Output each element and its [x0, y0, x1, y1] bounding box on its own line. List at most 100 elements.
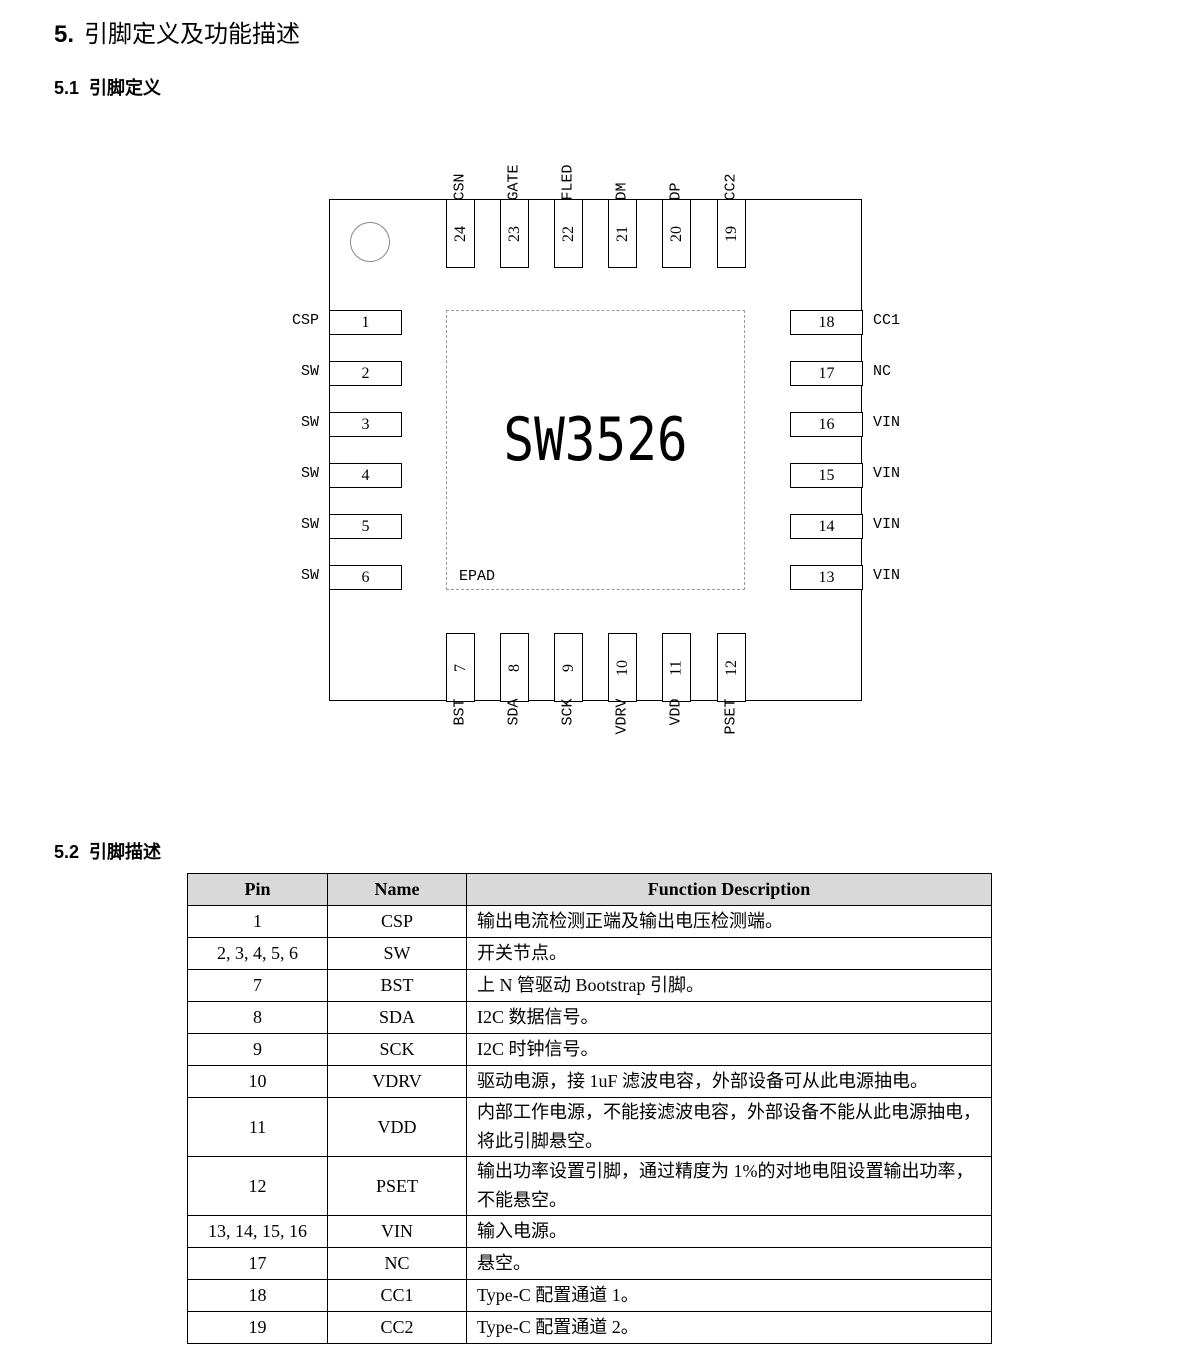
header-name: Name	[327, 873, 467, 906]
pin-number: 8	[505, 663, 523, 672]
pin-box: 15	[790, 463, 863, 488]
pin-box: 1	[329, 310, 402, 335]
description-cell: 驱动电源，接 1uF 滤波电容，外部设备可从此电源抽电。	[466, 1065, 992, 1098]
section-title: 引脚定义及功能描述	[84, 21, 301, 48]
pin-label: DP	[667, 182, 685, 201]
subsection-title: 引脚描述	[89, 842, 162, 862]
pin-cell: 8	[187, 1001, 328, 1034]
pin-label: NC	[873, 363, 892, 380]
subsection-heading-pin-definition: 5.1 引脚定义	[54, 74, 161, 100]
pin-cell: 18	[187, 1279, 328, 1312]
description-cell: 开关节点。	[466, 937, 992, 970]
description-cell: 输出功率设置引脚，通过精度为 1%的对地电阻设置输出功率，不能悬空。	[466, 1156, 992, 1216]
pin-label: CSP	[291, 312, 319, 329]
pin-box: 3	[329, 412, 402, 437]
pin-box: 5	[329, 514, 402, 539]
name-cell: CC1	[327, 1279, 467, 1312]
name-cell: PSET	[327, 1156, 467, 1216]
pin-box: 4	[329, 463, 402, 488]
pin-number: 21	[613, 225, 631, 242]
pin-label: GATE	[505, 164, 523, 201]
pin-cell: 13, 14, 15, 16	[187, 1215, 328, 1248]
pin-box: 16	[790, 412, 863, 437]
epad-label: EPAD	[459, 568, 496, 585]
epad-area	[446, 310, 745, 590]
name-cell: CC2	[327, 1311, 467, 1344]
pin-label: VIN	[873, 414, 901, 431]
pin-label: SDA	[505, 698, 523, 726]
name-cell: SW	[327, 937, 467, 970]
pin-label: SW	[300, 567, 319, 584]
name-cell: VIN	[327, 1215, 467, 1248]
pin-box: 18	[790, 310, 863, 335]
pin-box: 8	[500, 633, 529, 702]
pin-number: 7	[451, 663, 469, 672]
pin-box: 24	[446, 199, 475, 268]
pin-number: 10	[613, 659, 631, 676]
pin-number: 20	[667, 225, 685, 242]
chip-package-outline	[329, 199, 862, 701]
pin-label: SCK	[559, 698, 577, 726]
description-cell: I2C 时钟信号。	[466, 1033, 992, 1066]
pin-number: 9	[559, 663, 577, 672]
pin-label: VIN	[873, 465, 901, 482]
pin-box: 13	[790, 565, 863, 590]
pin-box: 21	[608, 199, 637, 268]
description-cell: Type-C 配置通道 1。	[466, 1279, 992, 1312]
pin-cell: 12	[187, 1156, 328, 1216]
description-cell: I2C 数据信号。	[466, 1001, 992, 1034]
description-cell: 内部工作电源，不能接滤波电容，外部设备不能从此电源抽电，将此引脚悬空。	[466, 1097, 992, 1157]
pin-cell: 10	[187, 1065, 328, 1098]
pin-box: 12	[717, 633, 746, 702]
pin-box: 19	[717, 199, 746, 268]
pin-label: VIN	[873, 567, 901, 584]
pin-label: SW	[300, 465, 319, 482]
table-header-row: Pin Name Function Description	[187, 873, 992, 906]
section-number: 5.	[54, 21, 75, 48]
pin-cell: 17	[187, 1247, 328, 1280]
header-function-description: Function Description	[466, 873, 992, 906]
pin-box: 2	[329, 361, 402, 386]
subsection-number: 5.1	[54, 78, 80, 98]
pin-box: 22	[554, 199, 583, 268]
pin-label: SW	[300, 516, 319, 533]
pin-box: 23	[500, 199, 529, 268]
pin-label: CC2	[722, 173, 740, 201]
pin-box: 7	[446, 633, 475, 702]
name-cell: VDRV	[327, 1065, 467, 1098]
pin-box: 20	[662, 199, 691, 268]
pin-cell: 2, 3, 4, 5, 6	[187, 937, 328, 970]
pin-label: BST	[451, 698, 469, 726]
pin-number: 24	[451, 225, 469, 242]
pin-cell: 1	[187, 905, 328, 938]
pin-cell: 11	[187, 1097, 328, 1157]
pin-label: VDRV	[613, 698, 631, 735]
section-heading: 5. 引脚定义及功能描述	[54, 14, 300, 49]
pin-label: VIN	[873, 516, 901, 533]
pin-cell: 7	[187, 969, 328, 1002]
name-cell: CSP	[327, 905, 467, 938]
pin-label: SW	[300, 414, 319, 431]
pin-label: SW	[300, 363, 319, 380]
pin-box: 10	[608, 633, 637, 702]
pin-cell: 19	[187, 1311, 328, 1344]
pin-label: CC1	[873, 312, 901, 329]
subsection-title: 引脚定义	[89, 78, 162, 98]
name-cell: VDD	[327, 1097, 467, 1157]
pin-number: 22	[559, 225, 577, 242]
description-cell: 输入电源。	[466, 1215, 992, 1248]
header-pin: Pin	[187, 873, 328, 906]
pin-label: FLED	[559, 164, 577, 201]
chip-name: SW3526	[503, 405, 688, 475]
pin-label: DM	[613, 182, 631, 201]
